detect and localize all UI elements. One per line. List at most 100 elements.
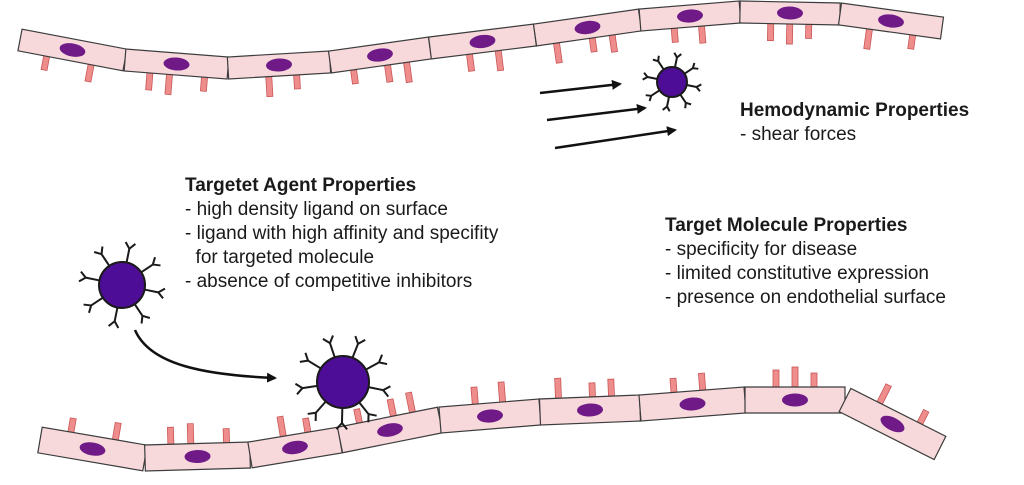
receptor-icon (607, 378, 615, 397)
receptor-icon (876, 383, 892, 405)
ligand-icon (679, 93, 692, 109)
ligand-icon (307, 400, 327, 421)
agent-properties: Targetet Agent Properties - high density… (185, 174, 498, 294)
receptor-icon (470, 386, 479, 405)
endothelial-cell-icon (838, 387, 947, 461)
ligand-icon (368, 385, 391, 398)
receptor-icon (222, 428, 230, 444)
receptor-icon (785, 23, 794, 45)
receptor-icon (698, 372, 707, 391)
nucleus-icon (878, 14, 904, 28)
ligand-icon (683, 62, 699, 75)
endothelial-cell-icon (638, 0, 742, 32)
flow-arrow-icon (539, 79, 622, 95)
flow-arrow-icon (546, 104, 647, 122)
receptor-icon (386, 398, 397, 418)
nucleus-icon (184, 449, 211, 464)
endothelial-cell-icon (438, 398, 542, 434)
ligand-icon (673, 52, 682, 68)
top-vessel-wall (17, 0, 945, 98)
agent-item: for targeted molecule (185, 247, 375, 268)
endothelial-cell-icon (739, 0, 841, 26)
receptor-icon (588, 382, 596, 398)
target-item: - presence on endothelial surface (665, 287, 946, 308)
ligand-icon (686, 83, 702, 92)
receptor-icon (403, 61, 413, 84)
nucleus-icon (880, 415, 905, 433)
receptor-icon (497, 381, 507, 403)
nucleus-icon (266, 58, 292, 72)
ligand-icon (642, 72, 658, 81)
receptor-icon (907, 34, 917, 50)
receptor-icon (145, 72, 154, 91)
receptor-icon (353, 408, 363, 424)
receptor-icon (84, 63, 95, 83)
receptor-icon (384, 64, 394, 83)
hemodynamic-properties: Hemodynamic Properties - shear forces (740, 99, 969, 147)
endothelial-cell-icon (532, 8, 643, 47)
endothelial-cell-icon (538, 394, 642, 426)
receptor-icon (553, 42, 563, 64)
endothelial-cell-icon (638, 386, 747, 422)
targeted-agent-icon (294, 335, 391, 431)
receptor-icon (405, 391, 416, 414)
endothelial-cell-icon (837, 2, 945, 40)
ligand-icon (124, 241, 137, 263)
ligand-icon (294, 382, 318, 395)
endothelial-cell-icon (247, 426, 343, 469)
ligand-icon (335, 407, 348, 431)
ligand-icon (299, 352, 322, 370)
nucleus-icon (477, 409, 503, 423)
receptor-icon (40, 55, 51, 72)
nucleus-icon (377, 423, 403, 437)
receptor-icon (293, 74, 301, 90)
receptor-icon (608, 34, 618, 53)
nucleus-icon (577, 403, 603, 417)
endothelial-cell-icon (144, 441, 251, 472)
nucleus-icon (282, 440, 308, 455)
target-item: - specificity for disease (665, 239, 858, 260)
receptor-icon (111, 422, 122, 441)
receptor-icon (466, 53, 476, 72)
receptor-icon (791, 366, 799, 388)
receptor-icon (767, 23, 775, 42)
flow-arrow-icon (554, 126, 677, 150)
ligand-icon (107, 307, 120, 329)
receptor-icon (669, 377, 678, 394)
ligand-icon (133, 303, 151, 324)
endothelial-cell-icon (427, 23, 538, 60)
nucleus-icon (782, 393, 808, 407)
ligand-icon (93, 246, 111, 267)
approach-arrow-icon (133, 329, 277, 383)
endothelial-cell-icon (744, 386, 846, 414)
receptor-icon (199, 76, 208, 92)
ligand-icon (144, 287, 166, 300)
agent-item: - high density ligand on surface (185, 199, 448, 220)
endothelial-cell-icon (226, 50, 332, 80)
receptor-icon (772, 369, 780, 388)
nucleus-icon (163, 57, 190, 71)
hemodynamic-item: - shear forces (740, 124, 857, 145)
nucleus-icon (59, 43, 86, 57)
target-molecule-properties: Target Molecule Properties - specificity… (665, 214, 946, 310)
ligand-icon (652, 55, 665, 71)
nucleus-icon (469, 34, 496, 49)
receptor-icon (863, 28, 873, 50)
nucleus-icon (367, 48, 393, 62)
ligand-icon (358, 401, 377, 423)
endothelial-cell-icon (37, 426, 148, 472)
receptor-icon (588, 37, 598, 53)
ligand-icon (78, 270, 100, 283)
nucleus-icon (574, 20, 601, 35)
receptor-icon (276, 415, 287, 438)
agent-item: - absence of competitive inhibitors (185, 271, 473, 292)
nucleus-icon (677, 9, 703, 23)
bottom-endothelial-cells (37, 386, 947, 472)
ligand-icon (140, 256, 161, 274)
ligand-icon (662, 96, 671, 112)
ligand-icon (83, 296, 104, 314)
agent-item: - ligand with high affinity and specifit… (185, 223, 499, 244)
receptor-icon (805, 23, 813, 39)
nucleus-icon (79, 442, 106, 456)
receptor-icon (302, 417, 312, 434)
